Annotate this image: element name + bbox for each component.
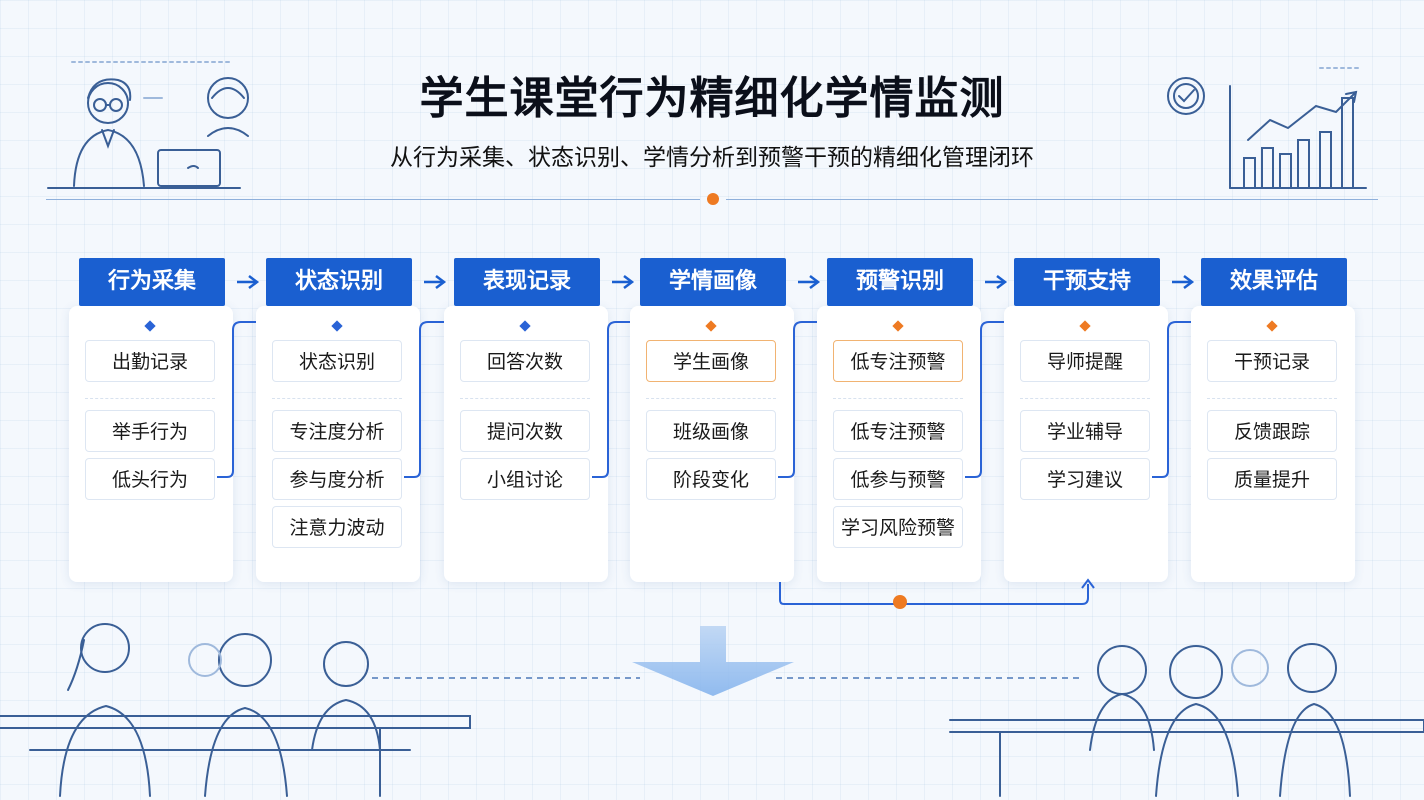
stage-item: 学习建议 [1020, 458, 1150, 500]
stage-item: 出勤记录 [85, 340, 215, 382]
card-connector-line [592, 321, 630, 478]
stage-item: 质量提升 [1207, 458, 1337, 500]
growth-chart-illustration-icon [1167, 67, 1367, 189]
header-divider-right [726, 199, 1378, 200]
teacher-illustration-icon [47, 61, 249, 189]
item-separator [1020, 398, 1150, 399]
flow-arrow-icon [237, 275, 260, 289]
card-connector-line [1152, 321, 1191, 478]
stage-item: 低专注预警 [833, 340, 963, 382]
stage-1: 行为采集出勤记录举手行为低头行为 [69, 258, 243, 582]
stage-item: 学习风险预警 [833, 506, 963, 548]
flow-arrow-icon [612, 275, 635, 289]
header-divider-left [46, 199, 700, 200]
stage-item: 低专注预警 [833, 410, 963, 452]
page-subtitle: 从行为采集、状态识别、学情分析到预警干预的精细化管理闭环 [390, 145, 1034, 171]
item-separator [833, 398, 963, 399]
stage-item: 状态识别 [272, 340, 402, 382]
flow-arrow-icon [424, 275, 447, 289]
stage-item: 举手行为 [85, 410, 215, 452]
stage-item: 阶段变化 [646, 458, 776, 500]
classroom-scene-illustration-icon [0, 623, 1424, 797]
stage-item: 提问次数 [460, 410, 590, 452]
flow-arrow-icon [1172, 275, 1195, 289]
item-separator [460, 398, 590, 399]
feedback-loop-connector [779, 578, 1095, 609]
stage-item: 学业辅导 [1020, 410, 1150, 452]
stage-header: 表现记录 [454, 258, 600, 306]
stage-6: 干预支持导师提醒学业辅导学习建议 [1004, 258, 1178, 582]
item-separator [1207, 398, 1337, 399]
stage-4: 学情画像学生画像班级画像阶段变化 [630, 258, 804, 582]
stage-item: 专注度分析 [272, 410, 402, 452]
stage-5: 预警识别低专注预警低专注预警低参与预警学习风险预警 [817, 258, 991, 582]
stage-item: 导师提醒 [1020, 340, 1150, 382]
stage-7: 效果评估干预记录反馈跟踪质量提升 [1191, 258, 1365, 582]
stage-header: 效果评估 [1201, 258, 1347, 306]
stage-header: 学情画像 [640, 258, 786, 306]
stage-item: 班级画像 [646, 410, 776, 452]
header-divider-dot [707, 193, 719, 205]
stage-item: 小组讨论 [460, 458, 590, 500]
stage-item: 注意力波动 [272, 506, 402, 548]
item-separator [85, 398, 215, 399]
stage-header: 干预支持 [1014, 258, 1160, 306]
card-connector-line [778, 321, 817, 478]
page-title: 学生课堂行为精细化学情监测 [419, 73, 1005, 124]
card-connector-line [965, 321, 1004, 478]
flow-arrow-icon [985, 275, 1008, 289]
item-separator [272, 398, 402, 399]
stage-header: 状态识别 [266, 258, 412, 306]
stage-3: 表现记录回答次数提问次数小组讨论 [444, 258, 618, 582]
stage-header: 预警识别 [827, 258, 973, 306]
stage-2: 状态识别状态识别专注度分析参与度分析注意力波动 [256, 258, 430, 582]
stage-item: 干预记录 [1207, 340, 1337, 382]
stage-header: 行为采集 [79, 258, 225, 306]
stage-item: 参与度分析 [272, 458, 402, 500]
stage-item: 回答次数 [460, 340, 590, 382]
card-connector-line [217, 321, 256, 478]
item-separator [646, 398, 776, 399]
card-connector-line [404, 321, 444, 478]
stage-item: 学生画像 [646, 340, 776, 382]
stage-item: 低头行为 [85, 458, 215, 500]
flow-arrow-icon [798, 275, 821, 289]
stage-item: 反馈跟踪 [1207, 410, 1337, 452]
card-connectors [217, 321, 1191, 478]
stage-item: 低参与预警 [833, 458, 963, 500]
